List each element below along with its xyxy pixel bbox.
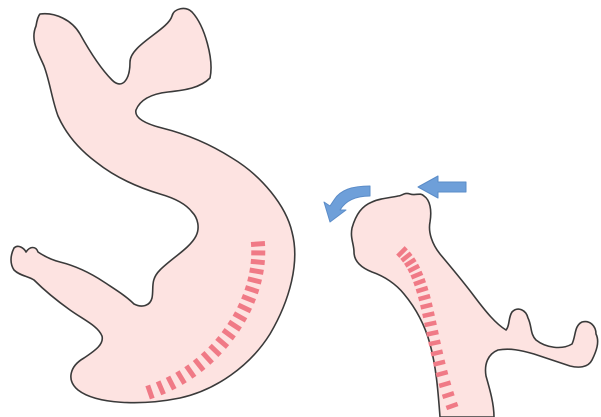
left-spine-vertebra	[251, 250, 265, 255]
left-spine-vertebra	[251, 241, 265, 247]
